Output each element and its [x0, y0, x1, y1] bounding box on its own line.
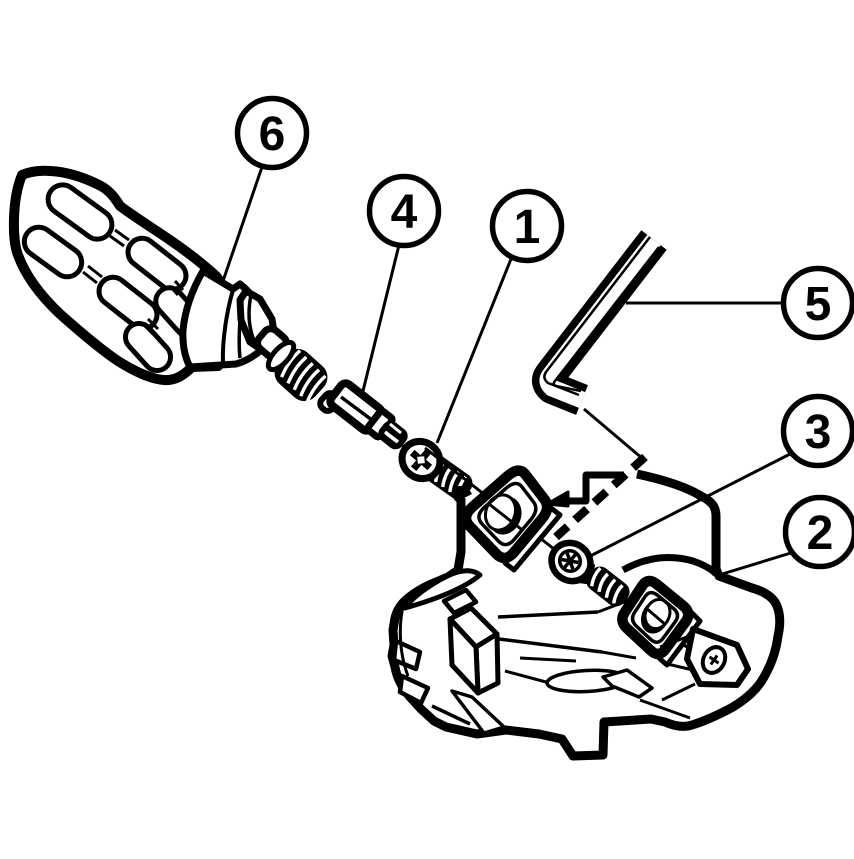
svg-text:5: 5	[805, 278, 832, 331]
svg-text:6: 6	[259, 108, 286, 161]
svg-text:4: 4	[391, 186, 418, 239]
svg-text:3: 3	[805, 406, 832, 459]
svg-text:1: 1	[514, 201, 541, 254]
svg-text:2: 2	[807, 507, 834, 560]
